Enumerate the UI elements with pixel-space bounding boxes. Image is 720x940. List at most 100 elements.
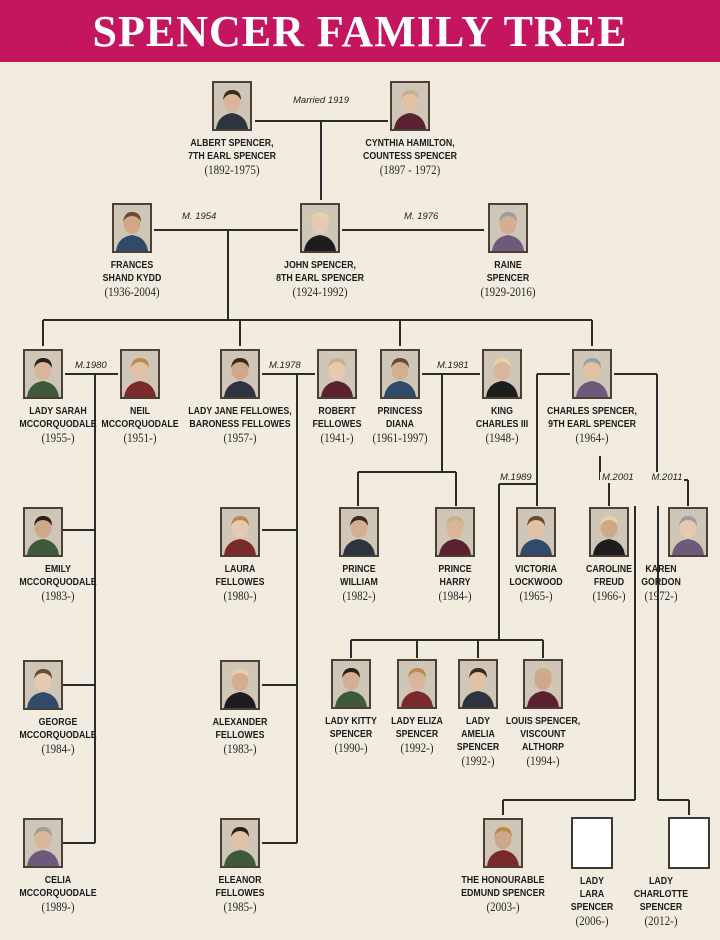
person-dates: (1984-) [438,589,472,603]
marriage-label: M.2001 [600,472,636,483]
person-name: FELLOWES [312,419,362,430]
person-dates: (1992-) [400,741,434,755]
person-name: CYNTHIA HAMILTON, [365,138,455,149]
portrait-jane [220,349,260,399]
person-dates: (1966-) [592,589,626,603]
person-name: ALEXANDER [212,717,268,728]
person-name: SHAND KYDD [102,273,162,284]
person-label-caroline: CAROLINE FREUD(1966-) [547,563,670,604]
person-name: LAURA [224,564,256,575]
person-name: DIANA [386,419,414,430]
person-name: CHARLES SPENCER, [547,406,637,417]
portrait-victoria [516,507,556,557]
portrait-karen [668,507,708,557]
person-name: HARRY [439,577,471,588]
marriage-label: M.1980 [73,360,109,371]
person-name: CHARLOTTE [633,889,689,900]
portrait-lara [571,817,613,869]
person-name: EDMUND SPENCER [461,888,545,899]
person-name: JOHN SPENCER, [284,260,356,271]
person-name: ALTHORP [522,742,564,753]
person-name: MCCORQUODALE [19,730,97,741]
person-dates: (1983-) [223,742,257,756]
person-dates: (1964-) [575,431,609,445]
person-name: EMILY [44,564,72,575]
person-dates: (1961-1997) [372,431,428,445]
person-name: LARA [579,889,605,900]
person-dates: (1955-) [41,431,75,445]
person-dates: (1951-) [123,431,157,445]
portrait-kitty [331,659,371,709]
person-name: KAREN [645,564,677,575]
person-dates: (1929-2016) [480,285,536,299]
portrait-william [339,507,379,557]
marriage-label: M.1981 [435,360,471,371]
person-name: PRINCE [342,564,376,575]
person-name: ELEANOR [218,875,262,886]
person-dates: (1982-) [342,589,376,603]
person-dates: (1984-) [41,742,75,756]
person-dates: (1985-) [223,900,257,914]
portrait-celia [23,818,63,868]
person-dates: (2003-) [486,900,520,914]
portrait-diana [380,349,420,399]
portrait-edmund [483,818,523,868]
person-name: SPENCER [639,902,683,913]
portrait-alexander [220,660,260,710]
person-name: LADY KITTY [325,716,377,727]
person-name: CAROLINE [586,564,632,575]
person-name: KING [491,406,513,417]
person-name: RAINE [494,260,522,271]
person-dates: (1957-) [223,431,257,445]
person-name: FREUD [593,577,625,588]
person-dates: (1983-) [41,589,75,603]
portrait-eleanor [220,818,260,868]
person-name: VICTORIA [515,564,557,575]
person-label-alexander: ALEXANDER FELLOWES(1983-) [178,716,301,757]
person-dates: (1948-) [485,431,519,445]
person-name: MCCORQUODALE [101,419,179,430]
person-name: FELLOWES [215,888,265,899]
person-label-emily: EMILY MCCORQUODALE(1983-) [0,563,120,604]
person-name: LOUIS SPENCER, [505,716,581,727]
marriage-label: M.1978 [267,360,303,371]
person-name: PRINCE [438,564,472,575]
person-dates: (1892-1975) [204,163,260,177]
person-name: AMELIA [461,729,495,740]
portrait-charlesS [572,349,612,399]
person-name: 9TH EARL SPENCER [548,419,636,430]
portrait-john [300,203,340,253]
portrait-charlotte [668,817,710,869]
person-name: MCCORQUODALE [19,888,97,899]
portrait-caroline [589,507,629,557]
person-name: MCCORQUODALE [19,577,97,588]
portrait-raine [488,203,528,253]
person-dates: (1924-1992) [292,285,348,299]
person-dates: (2012-) [644,914,678,928]
portrait-eliza [397,659,437,709]
person-dates: (2006-) [575,914,609,928]
portrait-amelia [458,659,498,709]
marriage-label: M.1989 [498,472,534,483]
page-title: SPENCER FAMILY TREE [92,6,628,56]
marriage-label: Married 1919 [291,95,351,106]
portrait-george [23,660,63,710]
person-name: FELLOWES [215,730,265,741]
person-label-charlesS: CHARLES SPENCER, 9TH EARL SPENCER(1964-) [530,405,653,446]
person-label-cynthia: CYNTHIA HAMILTON,COUNTESS SPENCER(1897 -… [348,137,471,178]
portrait-harry [435,507,475,557]
person-name: FELLOWES [215,577,265,588]
